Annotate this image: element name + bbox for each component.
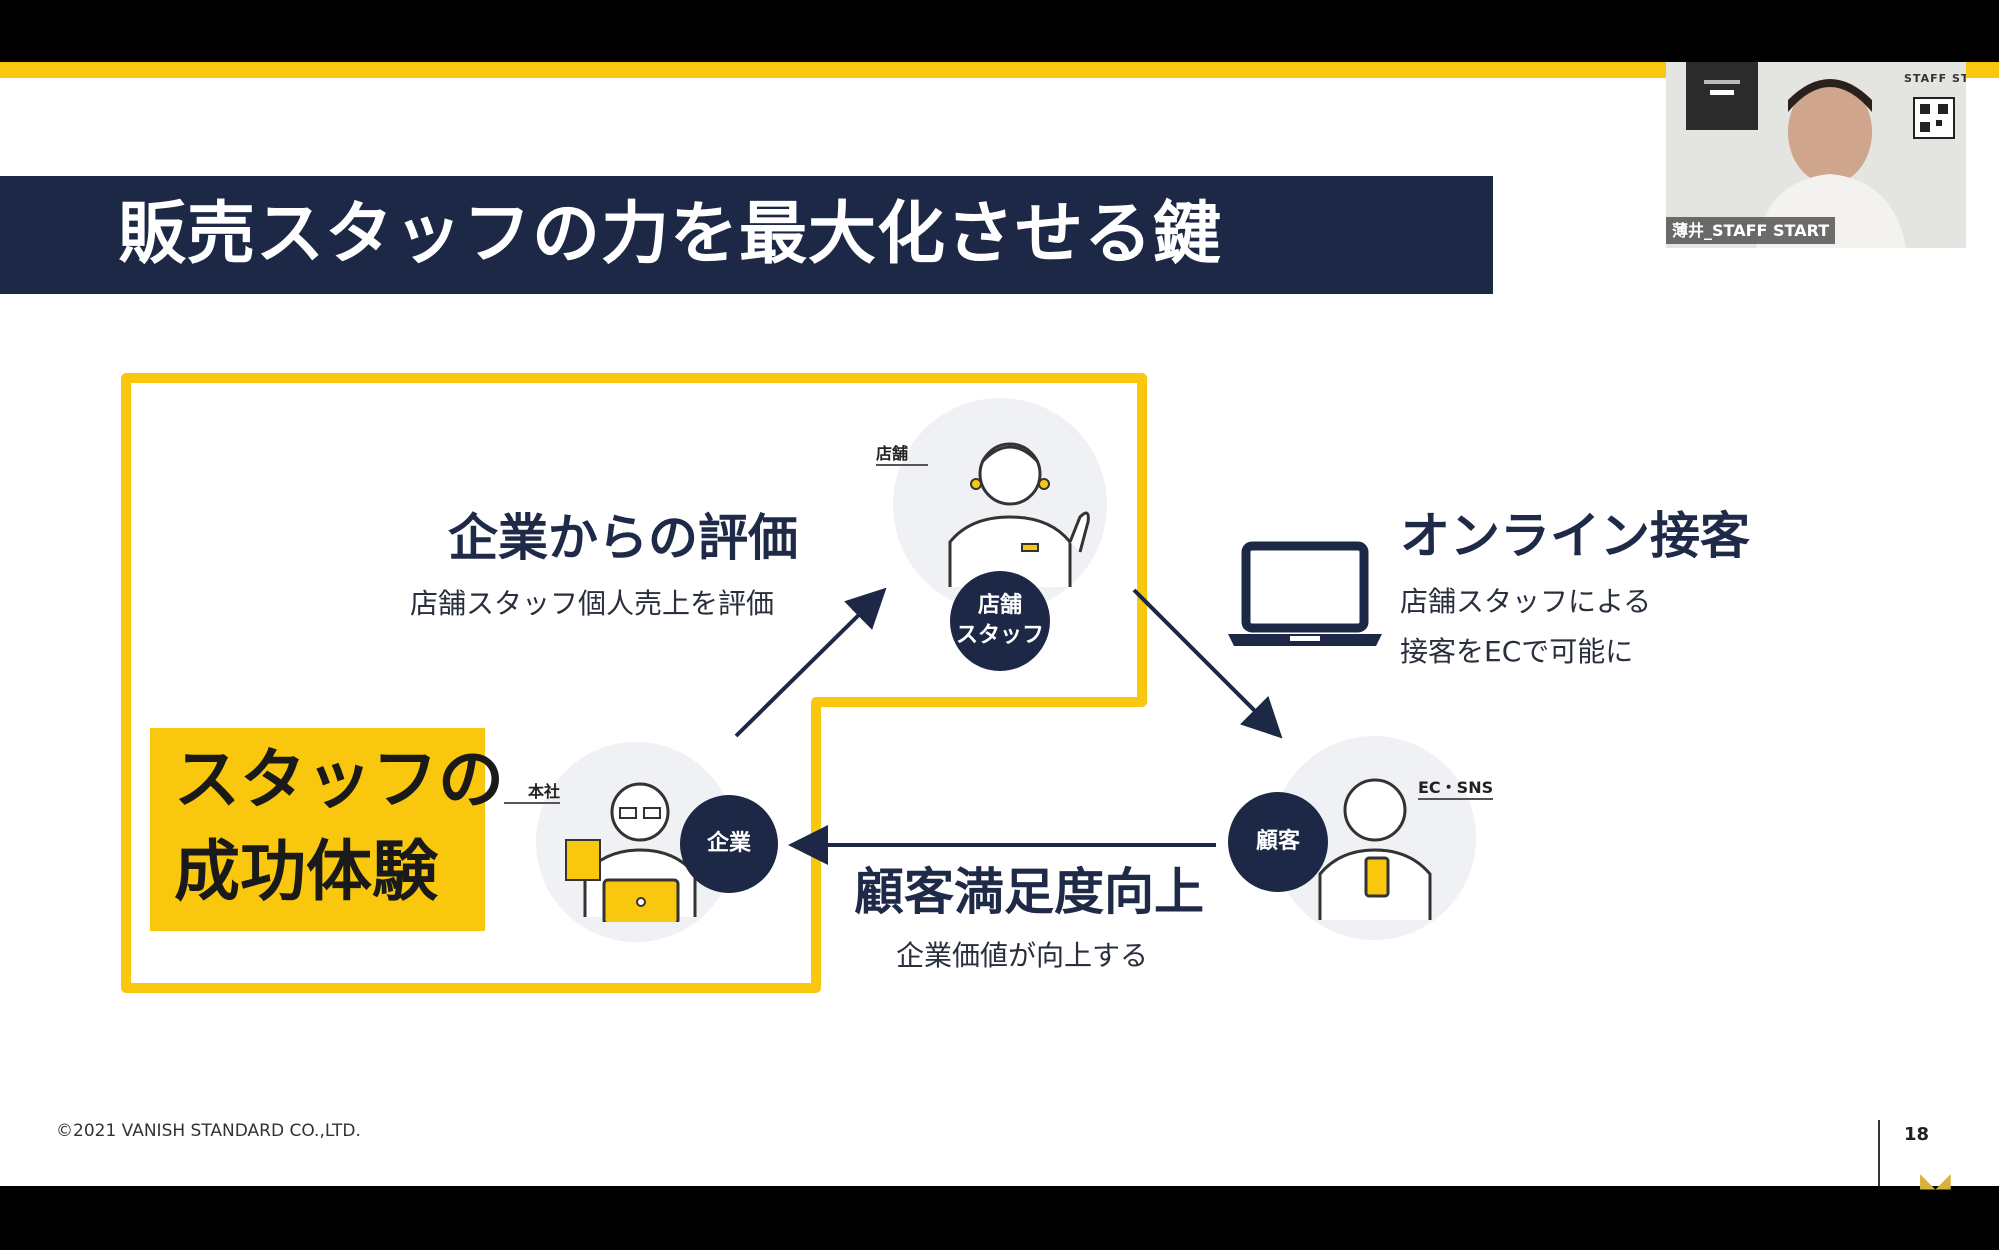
title-bar: 販売スタッフの力を最大化させる鍵: [0, 176, 1493, 294]
company-tag: 本社: [504, 778, 561, 804]
company-eval-heading: 企業からの評価: [448, 509, 798, 567]
page-number: 18: [1904, 1124, 1930, 1145]
success-experience-highlight: [150, 728, 485, 931]
success-experience-text: スタッフの 成功体験: [174, 734, 504, 918]
success-loop-border: [121, 373, 1283, 993]
customer-badge: 顧客: [1228, 792, 1328, 892]
highlight-line-1: スタッフの: [174, 741, 504, 818]
arrow-staff-to-customer: [1132, 588, 1283, 739]
customer-person-icon: [1318, 778, 1432, 920]
online-heading: オンライン接客: [1400, 507, 1750, 565]
company-person-icon: [565, 782, 697, 922]
slide: 販売スタッフの力を最大化させる鍵 店舗 店舗 スタッフ 企業からの評価 店舗スタ…: [0, 62, 1999, 1186]
satisfaction-sub: 企業価値が向上する: [896, 939, 1149, 972]
store-staff-person-icon: [948, 442, 1090, 587]
accent-stripe: [0, 62, 1999, 78]
laptop-icon: [1228, 541, 1382, 646]
company-eval-sub: 店舗スタッフ個人売上を評価: [410, 587, 775, 620]
copyright-text: ©2021 VANISH STANDARD CO.,LTD.: [56, 1121, 361, 1141]
participant-name: 薄井_STAFF START: [1666, 217, 1835, 244]
page-divider: [1878, 1120, 1880, 1186]
arrow-company-to-staff: [734, 587, 887, 738]
store-staff-badge: 店舗 スタッフ: [950, 571, 1050, 671]
online-sub-1: 店舗スタッフによる: [1400, 585, 1652, 618]
app-logo-icon: ◣◢: [1920, 1168, 1951, 1192]
store-tag: 店舗: [876, 440, 929, 466]
participant-video-tile[interactable]: STAFF START 薄井_STAFF START: [1666, 62, 1966, 248]
brand-label: STAFF START: [1904, 72, 1966, 85]
satisfaction-heading: 顧客満足度向上: [854, 863, 1204, 921]
company-badge: 企業: [680, 795, 778, 893]
customer-tag: EC・SNS: [1418, 774, 1494, 800]
slide-title: 販売スタッフの力を最大化させる鍵: [118, 195, 1223, 274]
highlight-line-2: 成功体験: [174, 833, 438, 910]
store-staff-badge-line2: スタッフ: [955, 623, 1044, 648]
store-staff-badge-line1: 店舗: [977, 593, 1022, 618]
online-sub-2: 接客をECで可能に: [1400, 635, 1634, 668]
